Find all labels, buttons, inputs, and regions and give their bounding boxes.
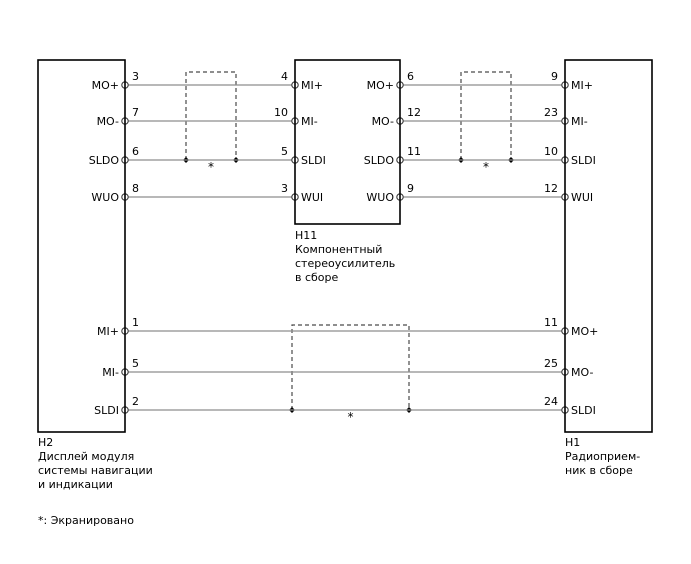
signal-label: SLDI <box>571 404 596 417</box>
component-id: H11 <box>295 229 317 242</box>
pin-number: 11 <box>407 145 421 158</box>
component-name-line: Радиоприем- <box>565 450 640 463</box>
signal-label: WUO <box>91 191 119 204</box>
signal-label: MO- <box>372 115 394 128</box>
shield-zone <box>185 71 237 160</box>
signal-label: MI+ <box>97 325 119 338</box>
pin-number: 9 <box>551 70 558 83</box>
shield-asterisk: * <box>483 160 489 174</box>
pin-number: 6 <box>132 145 139 158</box>
pin-number: 8 <box>132 182 139 195</box>
pin-number: 10 <box>544 145 558 158</box>
shield-footnote: *: Экранировано <box>38 514 134 527</box>
signal-label: SLDO <box>364 154 395 167</box>
signal-label: MI- <box>102 366 119 379</box>
pin-number: 3 <box>281 182 288 195</box>
component-name-line: ник в сборе <box>565 464 633 477</box>
pin-number: 6 <box>407 70 414 83</box>
pin-number: 12 <box>407 106 421 119</box>
signal-label: MO+ <box>92 79 119 92</box>
signal-label: SLDO <box>89 154 120 167</box>
pin-number: 2 <box>132 395 139 408</box>
component-name-line: системы навигации <box>38 464 153 477</box>
signal-label: WUI <box>571 191 593 204</box>
signal-label: SLDI <box>301 154 326 167</box>
signal-label: MI+ <box>301 79 323 92</box>
pin-number: 23 <box>544 106 558 119</box>
pin-number: 7 <box>132 106 139 119</box>
signal-label: SLDI <box>94 404 119 417</box>
signal-label: WUO <box>366 191 394 204</box>
pin-number: 9 <box>407 182 414 195</box>
signal-label: MI+ <box>571 79 593 92</box>
signal-label: MO+ <box>367 79 394 92</box>
pin-number: 24 <box>544 395 558 408</box>
component-name-line: стереоусилитель <box>295 257 395 270</box>
pin-number: 25 <box>544 357 558 370</box>
pin-number: 5 <box>281 145 288 158</box>
pin-number: 5 <box>132 357 139 370</box>
component-box <box>294 59 401 225</box>
pin-number: 12 <box>544 182 558 195</box>
component-box <box>564 59 653 433</box>
signal-label: WUI <box>301 191 323 204</box>
shield-zone <box>291 324 410 410</box>
component-name-line: и индикации <box>38 478 113 491</box>
component-name-line: Компонентный <box>295 243 382 256</box>
component-box <box>37 59 126 433</box>
pin-number: 4 <box>281 70 288 83</box>
signal-label: MI- <box>301 115 318 128</box>
pin-number: 1 <box>132 316 139 329</box>
component-id: H2 <box>38 436 53 449</box>
signal-label: MO+ <box>571 325 598 338</box>
shield-asterisk: * <box>208 160 214 174</box>
signal-label: SLDI <box>571 154 596 167</box>
shield-asterisk: * <box>348 410 354 424</box>
signal-label: MI- <box>571 115 588 128</box>
component-name-line: Дисплей модуля <box>38 450 134 463</box>
pin-number: 10 <box>274 106 288 119</box>
component-id: H1 <box>565 436 580 449</box>
pin-number: 11 <box>544 316 558 329</box>
signal-label: MO- <box>97 115 119 128</box>
pin-number: 3 <box>132 70 139 83</box>
component-name-line: в сборе <box>295 271 339 284</box>
signal-label: MO- <box>571 366 593 379</box>
shield-zone <box>460 71 512 160</box>
